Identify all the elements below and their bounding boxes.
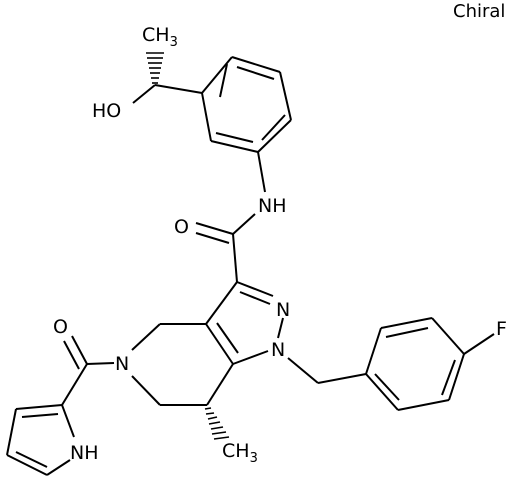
bond-n1-ch2 (287, 357, 319, 384)
bond-n5-c6 (131, 375, 161, 406)
stereo-bonds (146, 52, 230, 440)
bond-pyr-c5-n (46, 459, 71, 476)
bond-c3a-c3 (205, 281, 238, 325)
atom-n5: N (115, 353, 129, 375)
hash-bottom-1 (204, 407, 212, 410)
bond-ring-nh (257, 151, 266, 193)
atom-ho: HO (92, 100, 121, 122)
bond-ch2-ring (317, 373, 367, 384)
hash-bottom-5 (210, 426, 224, 430)
bond-n5-cacyl (86, 362, 115, 365)
bond-fr-f-inner (374, 373, 400, 401)
hash-bottom-7 (213, 436, 230, 440)
bond-ring-e-inner (215, 132, 254, 143)
bond-pyr-c4-c5 (6, 454, 48, 476)
bond-fr-d-inner (441, 359, 456, 396)
atom-ch3-top: CH3 (142, 24, 178, 50)
bond-c4-n5 (131, 323, 161, 351)
bond-c-o-2 (195, 232, 230, 244)
bond-c3-n2-a (236, 281, 274, 297)
bond-fr-b (380, 317, 433, 329)
bond-fr-e (397, 399, 450, 411)
atom-n1: N (271, 339, 285, 361)
bond-fr-d (448, 353, 465, 401)
bond-c7a-c3a (205, 323, 234, 365)
bond-c-c3 (232, 233, 238, 283)
atom-n2: N (276, 299, 290, 321)
bond-n2-n1 (277, 317, 284, 339)
bond-c-f (463, 333, 495, 355)
bond-c-o-1 (195, 222, 234, 235)
chiral-label: Chiral (453, 1, 506, 22)
bond-ring-e (210, 140, 259, 153)
bond-cacyl-o-1 (71, 335, 88, 365)
bond-pyr-c2-c3-inner (21, 413, 59, 418)
bond-c7a-c3a-inner (216, 322, 239, 354)
bond-c3-n2-b (239, 291, 271, 305)
bond-cacyl-pyrrole (61, 363, 88, 406)
bond-c-oh (132, 84, 156, 104)
atom-o-amide: O (174, 216, 189, 238)
bond-ring-c (279, 71, 292, 121)
hash-bottom-6 (211, 431, 227, 435)
atom-o-acyl: O (53, 316, 68, 338)
bond-ring-d (257, 119, 292, 153)
atom-f: F (496, 318, 507, 340)
bond-ring-b (231, 56, 281, 73)
bond-ring-b-inner (236, 66, 275, 80)
atom-nh-pyrrole: NH (70, 442, 99, 464)
bond-c-ring (154, 84, 203, 94)
atom-nh-amide: NH (258, 195, 287, 217)
bond-nh-c (232, 213, 256, 235)
hash-bottom-4 (208, 421, 221, 425)
bond-ring-d-inner (261, 114, 286, 141)
bond-ring-a (201, 56, 233, 94)
bond-pyr-c3-c4 (6, 408, 17, 456)
bond-cacyl-o-2 (63, 340, 80, 370)
bond-pyr-c4-c5-inner (15, 451, 48, 468)
bond-lines (6, 56, 495, 476)
bond-ring-f (201, 92, 212, 142)
bond-n1-c7a (232, 350, 269, 365)
bond-fr-a (365, 327, 382, 375)
bond-c7-c7a (206, 363, 234, 406)
bond-pyr-c2-c3 (15, 404, 63, 410)
bond-fr-b-inner (385, 327, 429, 338)
hash-bottom-3 (207, 416, 218, 420)
bond-pyr-n-c2 (61, 404, 75, 438)
bond-fr-c (431, 317, 465, 355)
bond-ring-a-inner (219, 63, 228, 98)
atom-labels: CH3 HO NH O N N F O N NH CH3 (53, 24, 507, 466)
hash-bottom-2 (205, 412, 215, 415)
bond-fr-f (365, 373, 399, 411)
atom-ch3-bottom: CH3 (222, 440, 258, 466)
